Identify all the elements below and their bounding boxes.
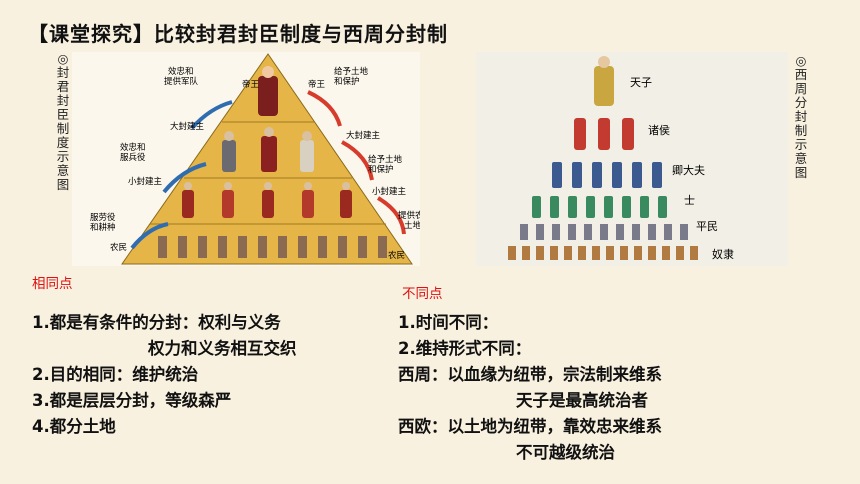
- svg-text:和耕种: 和耕种: [90, 222, 116, 233]
- feudal-system-diagram: 帝王 帝王 大封建主 大封建主 小封建主 小封建主 农民 农民 效忠和提供军队 …: [72, 52, 420, 266]
- rank-lesser-lord: 小封建主: [128, 176, 163, 187]
- zhou-hierarchy-illustration: 天子 诸侯 卿大夫 士 平民 奴隶: [508, 56, 734, 261]
- rank-king: 帝王: [242, 79, 260, 90]
- up-arrow-1: [162, 162, 207, 194]
- svg-text:提供农耕: 提供农耕: [398, 210, 420, 221]
- svg-text:帝王: 帝王: [308, 79, 326, 90]
- rank-tianzi: 天子: [630, 76, 652, 89]
- similarity-line-1: 1.都是有条件的分封：权利与义务: [32, 313, 281, 332]
- up-arrow-2: [190, 100, 233, 130]
- rank-peasant: 农民: [110, 242, 127, 253]
- svg-text:服劳役: 服劳役: [90, 212, 116, 223]
- svg-text:提供军队: 提供军队: [164, 76, 199, 87]
- rank-pingmin: 平民: [696, 220, 718, 233]
- difference-europe: 西欧：以土地为纽带，靠效忠来维系: [398, 417, 662, 436]
- similarity-line-2: 2.目的相同：维护统治: [32, 365, 199, 384]
- similarities-label: 相同点: [32, 276, 73, 292]
- lesser-lord-figures: [182, 182, 352, 218]
- svg-text:效忠和: 效忠和: [168, 66, 194, 77]
- peasant-figures: [158, 236, 387, 258]
- commoner-figures: [520, 224, 688, 240]
- rank-nuli: 奴隶: [712, 247, 734, 261]
- rank-qingdafu: 卿大夫: [672, 163, 705, 177]
- rank-great-lord: 大封建主: [170, 121, 205, 132]
- differences-label: 不同点: [402, 286, 443, 302]
- feudal-diagram-side-title: ◎封 君封 臣制 度示 意图: [56, 51, 70, 192]
- svg-text:土地: 土地: [404, 220, 420, 231]
- difference-zhou: 西周：以血缘为纽带，宗法制来维系: [398, 365, 662, 384]
- page-title: 【课堂探究】比较封君封臣制度与西周分封制: [28, 22, 448, 46]
- similarity-line-4: 4.都分土地: [32, 417, 116, 436]
- slave-figures: [508, 246, 698, 260]
- zhou-fengjian-diagram: 天子 诸侯 卿大夫 士 平民 奴隶: [476, 52, 788, 266]
- difference-zhou-cont: 天子是最高统治者: [516, 391, 648, 410]
- son-of-heaven-figure: [594, 56, 614, 106]
- similarity-line-3: 3.都是层层分封，等级森严: [32, 391, 232, 410]
- rank-zhuhou: 诸侯: [648, 123, 670, 137]
- feudal-pyramid-illustration: 帝王 帝王 大封建主 大封建主 小封建主 小封建主 农民 农民 效忠和提供军队 …: [90, 53, 420, 265]
- similarity-line-1-cont: 权力和义务相互交织: [148, 339, 297, 358]
- feudal-lord-figures: [574, 118, 634, 150]
- scholar-figures: [532, 196, 667, 218]
- svg-text:大封建主: 大封建主: [346, 130, 381, 141]
- down-arrow-2: [341, 140, 374, 181]
- svg-text:农民: 农民: [388, 250, 405, 261]
- svg-text:给予土地: 给予土地: [368, 154, 403, 165]
- svg-text:和保护: 和保护: [334, 76, 360, 87]
- difference-line-2: 2.维持形式不同：: [398, 339, 532, 358]
- zhou-diagram-side-title: ◎西 周分 封制 示意 图: [794, 53, 808, 180]
- king-figure: [258, 66, 278, 116]
- svg-text:小封建主: 小封建主: [372, 186, 407, 197]
- down-arrow-3: [376, 196, 406, 235]
- svg-text:服兵役: 服兵役: [120, 152, 146, 163]
- up-arrow-3: [130, 222, 169, 250]
- svg-text:给予土地: 给予土地: [334, 66, 369, 77]
- great-lord-figures: [222, 127, 314, 172]
- svg-text:效忠和: 效忠和: [120, 142, 146, 153]
- rank-shi: 士: [684, 194, 695, 207]
- svg-text:和保护: 和保护: [368, 164, 394, 175]
- difference-europe-cont: 不可越级统治: [516, 443, 615, 462]
- difference-line-1: 1.时间不同：: [398, 313, 499, 332]
- minister-figures: [552, 162, 662, 188]
- down-arrow-1: [307, 90, 342, 127]
